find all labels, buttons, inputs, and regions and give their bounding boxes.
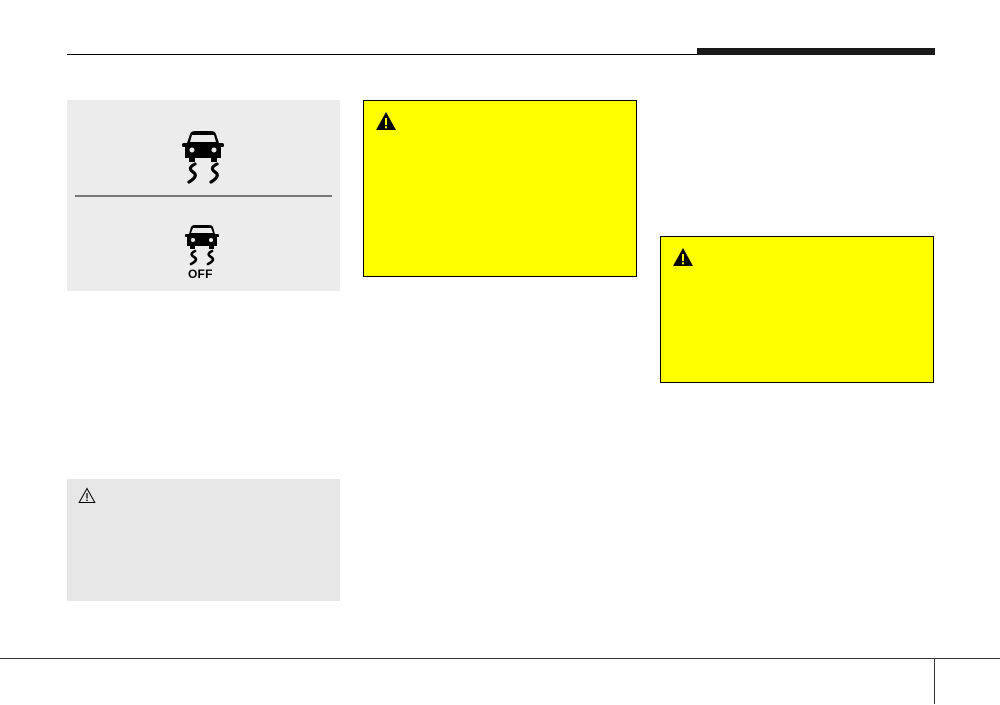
header-rule <box>67 54 935 55</box>
footer-page-divider <box>934 658 935 704</box>
footer-rule <box>0 658 1000 659</box>
warning-triangle-icon <box>673 248 693 266</box>
caution-triangle-icon <box>78 487 96 503</box>
warning-triangle-icon <box>376 112 396 130</box>
caution-box <box>67 479 340 601</box>
esc-off-label: OFF <box>188 267 213 281</box>
panel-divider <box>75 195 332 197</box>
section-tab-bar <box>697 48 935 55</box>
warning-box <box>660 236 934 383</box>
warning-box <box>363 100 637 277</box>
esc-skid-car-icon <box>182 131 224 184</box>
esc-indicator-panel: OFF <box>67 100 340 291</box>
esc-off-car-icon <box>185 225 219 266</box>
